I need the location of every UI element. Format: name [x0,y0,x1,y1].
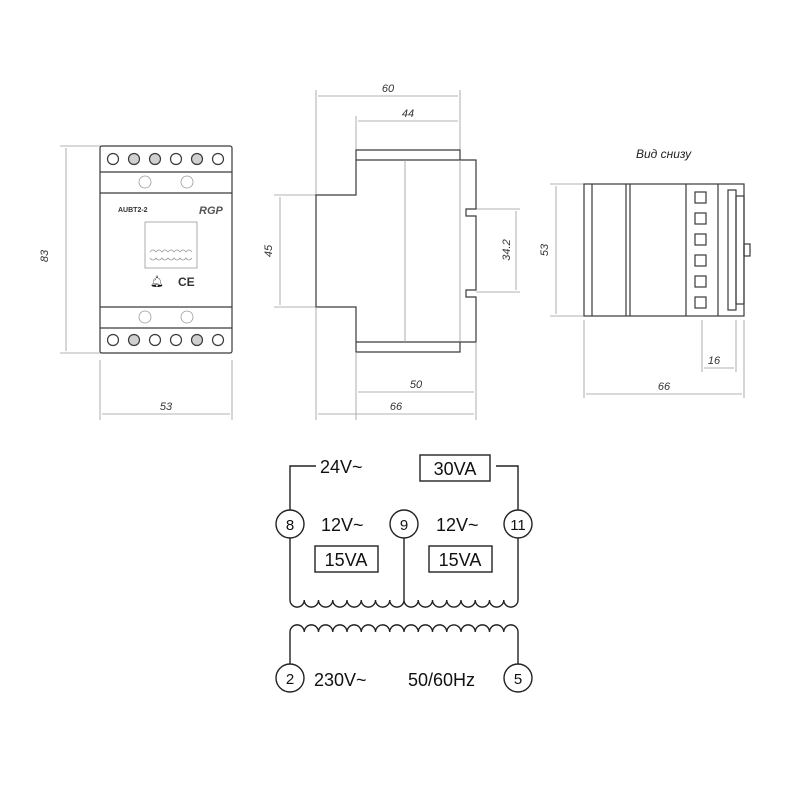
total-power-label: 30VA [434,459,477,479]
primary-frequency-label: 50/60Hz [408,670,475,690]
primary-voltage-label: 230V~ [314,670,367,690]
front-width-dim: 53 [160,401,173,413]
front-schematic-box [144,221,198,269]
side-rail-dim: 34.2 [501,239,513,260]
front-view: 83 53 [39,145,233,420]
terminal-2 [275,663,305,693]
bottom-terminal-slots [694,191,707,309]
svg-text:8: 8 [286,517,294,534]
ce-mark: CE [178,275,195,289]
total-power-box [419,454,491,482]
bottom-view: Вид снизу 53 16 66 [539,147,751,398]
right-power-box [428,545,493,573]
bottom-depth-dim: 66 [658,381,671,393]
bottom-height-dim: 53 [539,243,551,256]
side-height-dim: 45 [263,244,275,257]
bottom-housing [583,183,745,317]
side-view: 60 44 45 34.2 50 66 [263,83,520,420]
bell-icon: 🔔︎ [150,275,164,288]
model-label: AUBT2-2 [118,207,148,214]
side-inner-width-dim: 44 [402,108,414,120]
top-terminals [106,152,225,189]
transformer-schematic: 24V~ 30VA 8 9 11 12V~ 12V~ 15VA 15VA 2 5… [275,454,533,693]
svg-text:9: 9 [400,517,408,534]
secondary-winding [289,599,519,608]
right-power-label: 15VA [439,550,482,570]
side-profile [315,149,477,353]
terminal-5 [503,663,533,693]
side-base-width-dim: 50 [410,379,423,391]
svg-text:11: 11 [510,517,526,534]
left-power-label: 15VA [325,550,368,570]
side-full-depth-dim: 66 [390,401,403,413]
right-voltage-label: 12V~ [436,515,479,535]
bottom-offset-dim: 16 [708,355,721,367]
bottom-view-title: Вид снизу [636,147,692,161]
brand-logo: RGP [199,205,224,217]
din-clip [727,189,751,311]
left-power-box [314,545,379,573]
primary-winding [289,624,519,633]
side-total-width-dim: 60 [382,83,395,95]
left-voltage-label: 12V~ [321,515,364,535]
svg-text:2: 2 [286,671,294,688]
bottom-terminals [106,310,225,347]
front-height-dim: 83 [39,249,51,262]
module-housing [99,145,233,354]
total-voltage-label: 24V~ [320,457,363,477]
svg-text:5: 5 [514,671,522,688]
